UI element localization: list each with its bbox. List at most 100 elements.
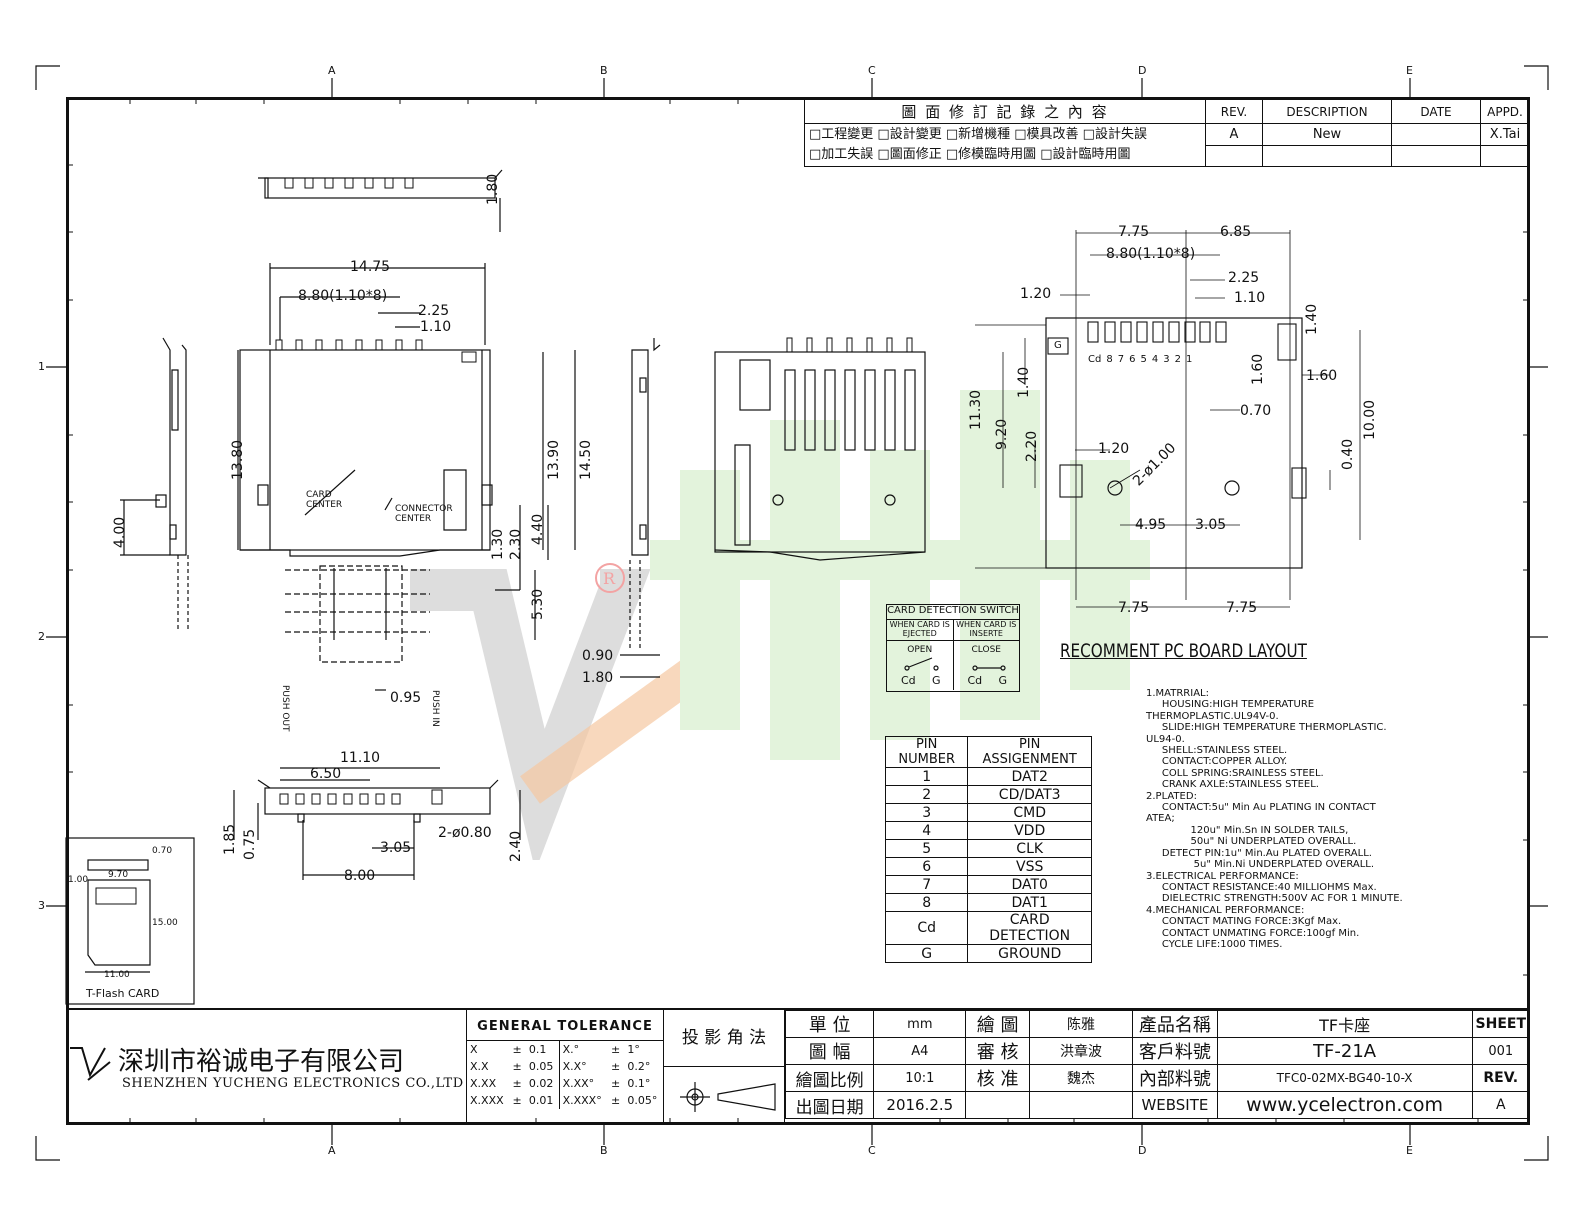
zone-letter-c-bottom: C <box>868 1144 876 1157</box>
pcb-pin-label: 7 <box>1117 354 1125 365</box>
pcb-dim-120: 1.20 <box>1020 286 1052 302</box>
tol-cell: ± <box>512 1043 522 1056</box>
pcb-pin-label: 5 <box>1140 354 1147 365</box>
pin-number: 7 <box>884 875 969 894</box>
pin-number: 2 <box>884 785 969 804</box>
zone-letter-e-top: E <box>1406 64 1413 77</box>
rev-value: A <box>1471 1091 1531 1119</box>
tol-cell: ± <box>611 1094 621 1107</box>
switch-g-right: G <box>998 674 1008 687</box>
pcb-dim-920: 9.20 <box>994 418 1010 450</box>
pcb-pin-label: 3 <box>1163 354 1170 365</box>
company-name-cn: 深圳市裕诚电子有限公司 <box>118 1047 405 1077</box>
pcb-dim-495: 4.95 <box>1135 517 1167 533</box>
drawn-label: 繪 圖 <box>965 1010 1030 1038</box>
product-value: TF卡座 <box>1216 1010 1473 1038</box>
tol-cell: 0.1° <box>627 1077 651 1090</box>
pcb-dim-1130: 11.30 <box>968 389 984 430</box>
pcb-pin-label: 8 <box>1106 354 1113 365</box>
pin-number: G <box>884 944 969 963</box>
pin-number: 3 <box>884 803 969 822</box>
tol-cell: ± <box>512 1077 522 1090</box>
pin-table-header: PIN NUMBER PIN ASSIGENMENT <box>884 736 1092 768</box>
pcb-dim-040: 0.40 <box>1340 438 1356 470</box>
tol-cell: ± <box>512 1060 522 1073</box>
zone-letter-c-top: C <box>868 64 876 77</box>
tf-card-label: T-Flash CARD <box>86 987 160 1000</box>
pin-assignment: CLK <box>967 839 1092 858</box>
dim-530: 5.30 <box>530 588 546 620</box>
tol-cell: X.XXX <box>470 1094 504 1107</box>
pin-number: 6 <box>884 857 969 876</box>
dim-side-left: 4.00 <box>112 516 128 548</box>
tf-dim-1500: 15.00 <box>152 918 178 928</box>
svg-text:R: R <box>603 569 616 588</box>
dim-185: 1.85 <box>222 823 238 855</box>
pcb-dim-685: 6.85 <box>1220 224 1252 240</box>
dim-130: 1.30 <box>490 528 506 560</box>
card-center-label: CARD CENTER <box>306 490 343 510</box>
pcb-dim-305: 3.05 <box>1195 517 1227 533</box>
dim-800: 8.00 <box>344 868 376 884</box>
tol-cell: ± <box>512 1094 522 1107</box>
dim-225: 2.25 <box>418 303 450 319</box>
title-block-divider <box>66 1008 1530 1010</box>
pcb-dim-140: 1.40 <box>1304 303 1320 335</box>
website-value[interactable]: www.ycelectron.com <box>1216 1091 1473 1119</box>
dim-top-height: 1.80 <box>485 173 501 205</box>
check-label: 審 核 <box>965 1037 1030 1065</box>
tol-cell: X.X <box>470 1060 489 1073</box>
tol-cell: 0.01 <box>528 1094 554 1107</box>
revision-block: 圖 面 修 訂 記 錄 之 內 容 REV. DESCRIPTION DATE … <box>804 99 1530 167</box>
drawing-frame <box>66 97 1530 1125</box>
zone-number-1: 1 <box>38 360 45 373</box>
specification-notes: 1.MATRRIAL: HOUSING:HIGH TEMPERATURE THE… <box>1146 688 1403 950</box>
switch-g-left: G <box>932 674 941 687</box>
dim-180-bottom: 1.80 <box>582 670 614 686</box>
product-label: 產品名稱 <box>1132 1010 1218 1038</box>
dim-440: 4.40 <box>530 513 546 545</box>
pin-number: 4 <box>884 821 969 840</box>
size-label: 圖 幅 <box>784 1037 875 1065</box>
tol-cell: X.XXX° <box>558 1092 609 1109</box>
pcb-pin-labels: Cd 8 7 6 5 4 3 2 1 <box>1088 354 1192 365</box>
tol-cell: ± <box>611 1077 621 1090</box>
pin-assignment: VDD <box>967 821 1092 840</box>
unit-label: 單 位 <box>784 1010 875 1038</box>
pcb-dim-070: 0.70 <box>1240 403 1272 419</box>
sheet-label: SHEET <box>1471 1010 1531 1038</box>
tol-cell: X <box>470 1043 478 1056</box>
date-value: 2016.2.5 <box>873 1091 967 1119</box>
internal-part-value: TFC0-02MX-BG40-10-X <box>1216 1064 1473 1092</box>
internal-part-label: 內部料號 <box>1132 1064 1218 1092</box>
pin-assignment: CMD <box>967 803 1092 822</box>
zone-letter-b-bottom: B <box>600 1144 608 1157</box>
customer-part-label: 客戶料號 <box>1132 1037 1218 1065</box>
pin-number: 1 <box>884 767 969 786</box>
tolerance-title: GENERAL TOLERANCE <box>467 1010 663 1041</box>
pin-assignment: DAT0 <box>967 875 1092 894</box>
scale-value: 10:1 <box>873 1064 967 1092</box>
push-out-label: PUSH OUT <box>280 685 290 732</box>
pcb-pin-label: 4 <box>1151 354 1159 365</box>
pin-assignment: VSS <box>967 857 1092 876</box>
unit-value: mm <box>873 1010 967 1038</box>
pcb-pin-label: 2 <box>1174 354 1181 365</box>
tol-cell: 0.05° <box>627 1094 658 1107</box>
zone-letter-e-bottom: E <box>1406 1144 1413 1157</box>
pcb-pin-label: 6 <box>1129 354 1136 365</box>
pcb-dim-bottom-775b: 7.75 <box>1226 600 1258 616</box>
check-value: 洪章波 <box>1028 1037 1134 1065</box>
pcb-dim-120b: 1.20 <box>1098 441 1130 457</box>
tol-cell: ± <box>611 1043 621 1056</box>
